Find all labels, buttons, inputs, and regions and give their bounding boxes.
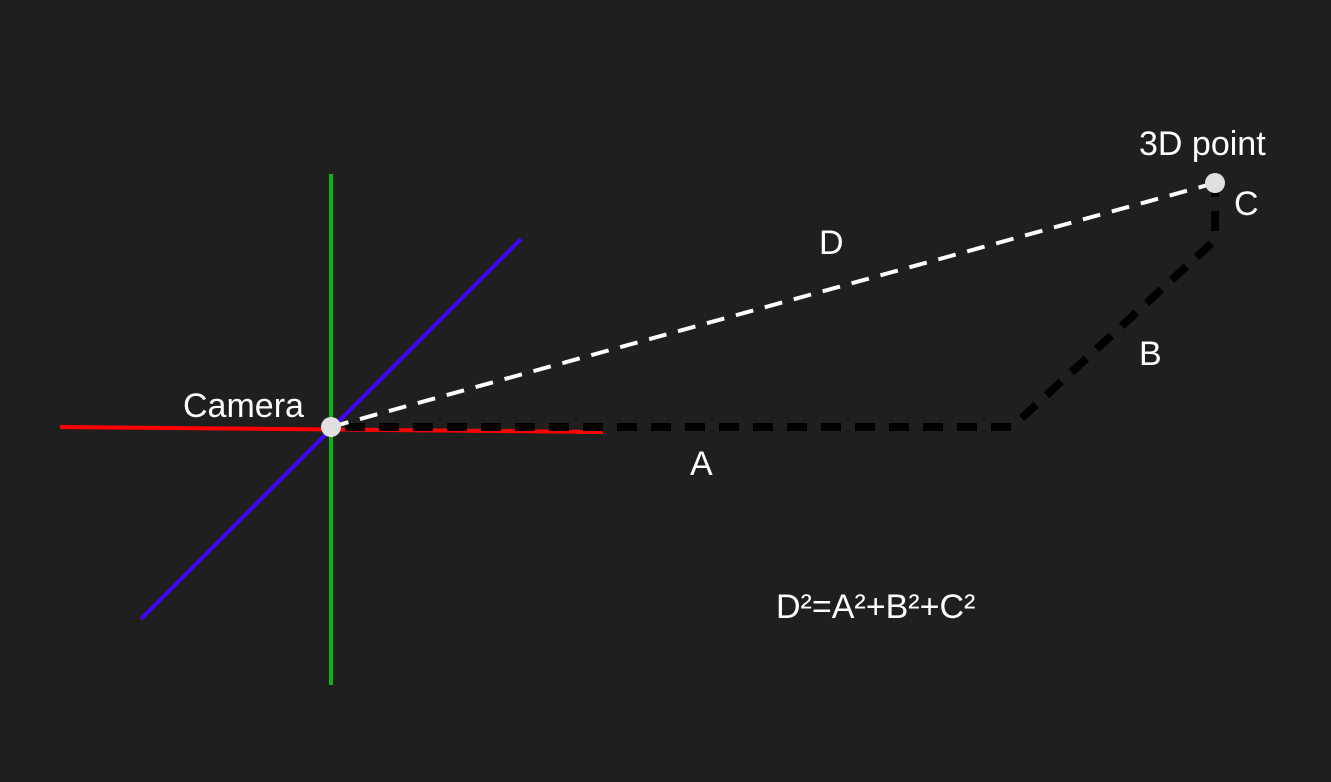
camera-label: Camera <box>183 387 304 425</box>
3d-point <box>1205 173 1225 193</box>
label-c: C <box>1234 185 1259 223</box>
component-path-abc <box>345 190 1219 431</box>
point-label: 3D point <box>1139 125 1266 163</box>
distance-line-d <box>330 181 1216 429</box>
label-a: A <box>690 445 713 483</box>
label-d: D <box>819 224 844 262</box>
label-b: B <box>1139 335 1162 373</box>
camera-point <box>321 417 341 437</box>
formula-label: D²=A²+B²+C² <box>776 588 975 626</box>
